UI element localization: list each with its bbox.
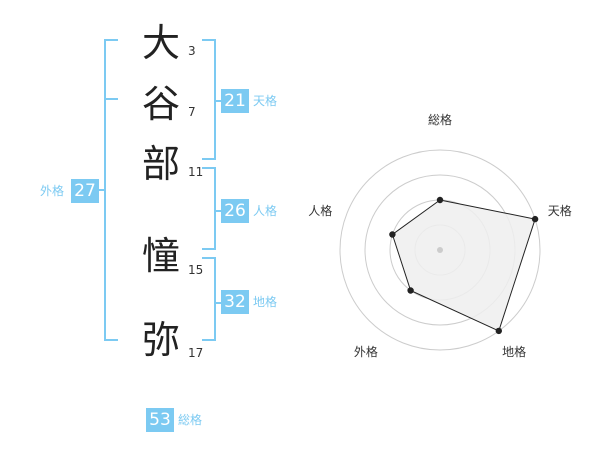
- gaikaku-label: 外格: [40, 184, 65, 198]
- gaikaku-bracket-tick: [98, 189, 106, 191]
- name-char-4: 憧: [141, 234, 180, 278]
- tenkaku-badge: 21: [221, 89, 249, 113]
- tenkaku-tick: [214, 100, 222, 102]
- radar-point-3: [495, 327, 502, 335]
- radar-point-4: [407, 287, 414, 294]
- radar-axis-label-5: 人格: [308, 203, 332, 218]
- tenkaku-bracket: [202, 39, 216, 160]
- name-char-3: 部: [141, 142, 180, 186]
- jinkaku-badge: 26: [221, 199, 249, 223]
- radar-point-2: [531, 215, 539, 223]
- stroke-count-1: 3: [188, 44, 196, 58]
- radar-axis-label-3: 地格: [502, 344, 526, 359]
- stroke-count-3: 11: [188, 165, 204, 179]
- radar-axis-label-4: 外格: [354, 344, 378, 359]
- radar-axis-label-1: 総格: [428, 112, 452, 127]
- jinkaku-label: 人格: [253, 204, 278, 218]
- chikaku-bracket: [202, 257, 216, 341]
- radar-center-dot: [437, 247, 443, 253]
- soukaku-badge: 53: [146, 408, 174, 432]
- radar-ring-4: [339, 149, 541, 351]
- radar-point-5: [389, 231, 396, 238]
- chikaku-badge: 32: [221, 290, 249, 314]
- radar-polygon: [391, 199, 536, 332]
- stroke-count-4: 15: [188, 263, 204, 277]
- tenkaku-label: 天格: [253, 94, 278, 108]
- name-char-5: 弥: [141, 318, 180, 362]
- chikaku-label: 地格: [253, 295, 278, 309]
- name-char-2: 谷: [141, 82, 180, 126]
- radar-point-1: [436, 196, 444, 204]
- stroke-count-2: 7: [188, 105, 196, 119]
- radar-axis-label-2: 天格: [548, 203, 572, 218]
- gaikaku-inner-tick: [104, 98, 118, 100]
- gaikaku-badge: 27: [71, 179, 99, 203]
- jinkaku-bracket: [202, 167, 216, 250]
- soukaku-label: 総格: [178, 413, 203, 427]
- stroke-count-5: 17: [188, 346, 204, 360]
- name-char-1: 大: [141, 21, 180, 65]
- chikaku-tick: [214, 302, 222, 304]
- jinkaku-tick: [214, 210, 222, 212]
